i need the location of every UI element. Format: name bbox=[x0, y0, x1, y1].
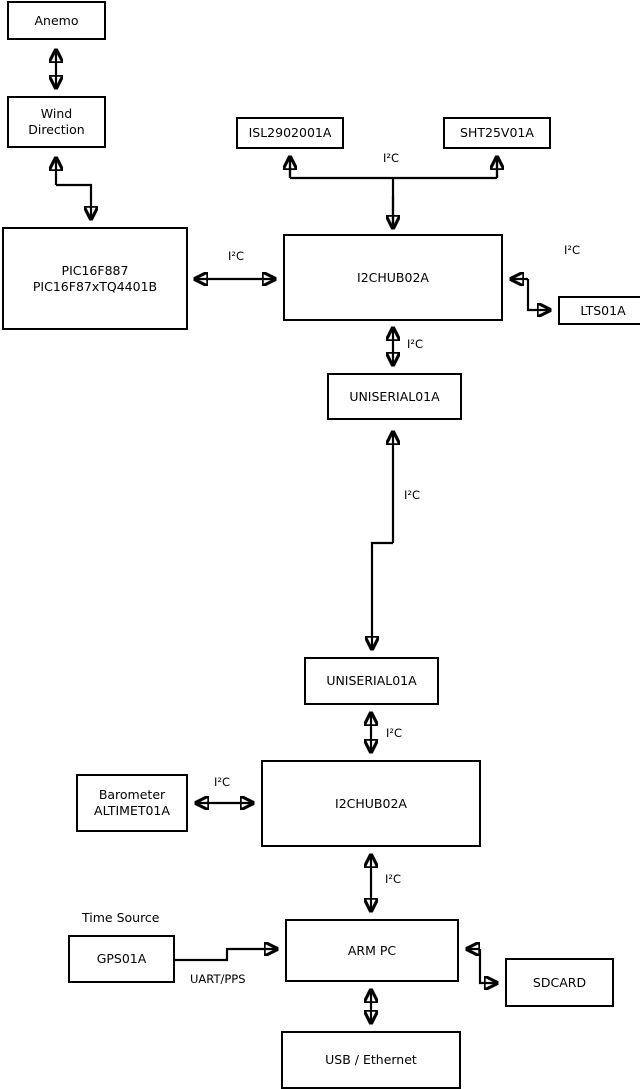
node-usb-ethernet[interactable]: USB / Ethernet bbox=[281, 1031, 461, 1089]
wire-armpc-sd-out bbox=[478, 949, 497, 983]
node-usb-ethernet-label: USB / Ethernet bbox=[325, 1052, 417, 1068]
node-gps01a-label: GPS01A bbox=[96, 951, 147, 967]
node-uniserial01a-upper-label: UNISERIAL01A bbox=[349, 388, 440, 404]
edge-label-hub-lts: I²C bbox=[564, 243, 581, 257]
wire-hub-lts-out bbox=[526, 279, 550, 310]
edge-label-gps-armpc: UART/PPS bbox=[190, 972, 246, 986]
node-barometer-altimet01a-label: Barometer ALTIMET01A bbox=[94, 787, 170, 818]
edge-label-hub-sensors: I²C bbox=[383, 151, 400, 165]
wire-gps-armpc bbox=[175, 949, 277, 962]
node-i2chub02a-top-label: I2CHUB02A bbox=[357, 269, 429, 285]
node-anemo[interactable]: Anemo bbox=[7, 1, 106, 40]
node-i2chub02a-bottom-label: I2CHUB02A bbox=[335, 795, 407, 811]
edge-label-hub2-armpc: I²C bbox=[385, 872, 402, 886]
wire-hub-sensorbus bbox=[288, 158, 499, 226]
edge-label-hub-uniserial: I²C bbox=[407, 337, 424, 351]
node-anemo-label: Anemo bbox=[34, 12, 79, 28]
node-arm-pc[interactable]: ARM PC bbox=[285, 919, 459, 982]
wire-pic-wind-elbow bbox=[56, 183, 91, 219]
node-pic-mcu[interactable]: PIC16F887 PIC16F87xTQ4401B bbox=[2, 227, 188, 330]
node-isl2902001a-label: ISL2902001A bbox=[248, 125, 332, 141]
node-lts01a[interactable]: LTS01A bbox=[558, 296, 640, 325]
node-uniserial01a-lower[interactable]: UNISERIAL01A bbox=[304, 657, 439, 705]
edge-label-uniserial-hub2: I²C bbox=[386, 726, 403, 740]
node-uniserial01a-upper[interactable]: UNISERIAL01A bbox=[327, 373, 462, 420]
node-wind-direction-label: Wind Direction bbox=[28, 106, 85, 137]
label-time-source: Time Source bbox=[82, 910, 160, 925]
node-isl2902001a[interactable]: ISL2902001A bbox=[236, 117, 344, 149]
node-sht25v01a-label: SHT25V01A bbox=[460, 125, 534, 141]
node-lts01a-label: LTS01A bbox=[580, 302, 626, 318]
edge-label-uniserial-uniserial: I²C bbox=[404, 488, 421, 502]
node-sdcard[interactable]: SDCARD bbox=[505, 958, 614, 1007]
node-uniserial01a-lower-label: UNISERIAL01A bbox=[326, 673, 417, 689]
node-pic-mcu-label: PIC16F887 PIC16F87xTQ4401B bbox=[32, 262, 158, 294]
node-gps01a[interactable]: GPS01A bbox=[68, 935, 175, 983]
node-sdcard-label: SDCARD bbox=[532, 974, 587, 990]
node-i2chub02a-top[interactable]: I2CHUB02A bbox=[283, 234, 503, 321]
node-i2chub02a-bottom[interactable]: I2CHUB02A bbox=[261, 760, 481, 847]
node-wind-direction[interactable]: Wind Direction bbox=[7, 96, 106, 148]
edge-label-pic-hub: I²C bbox=[228, 249, 245, 263]
edge-label-barometer-hub2: I²C bbox=[214, 775, 231, 789]
node-barometer-altimet01a[interactable]: Barometer ALTIMET01A bbox=[76, 774, 188, 832]
node-arm-pc-label: ARM PC bbox=[347, 942, 397, 958]
wire-uniserial-link-dn bbox=[372, 541, 393, 649]
node-sht25v01a[interactable]: SHT25V01A bbox=[443, 117, 551, 149]
